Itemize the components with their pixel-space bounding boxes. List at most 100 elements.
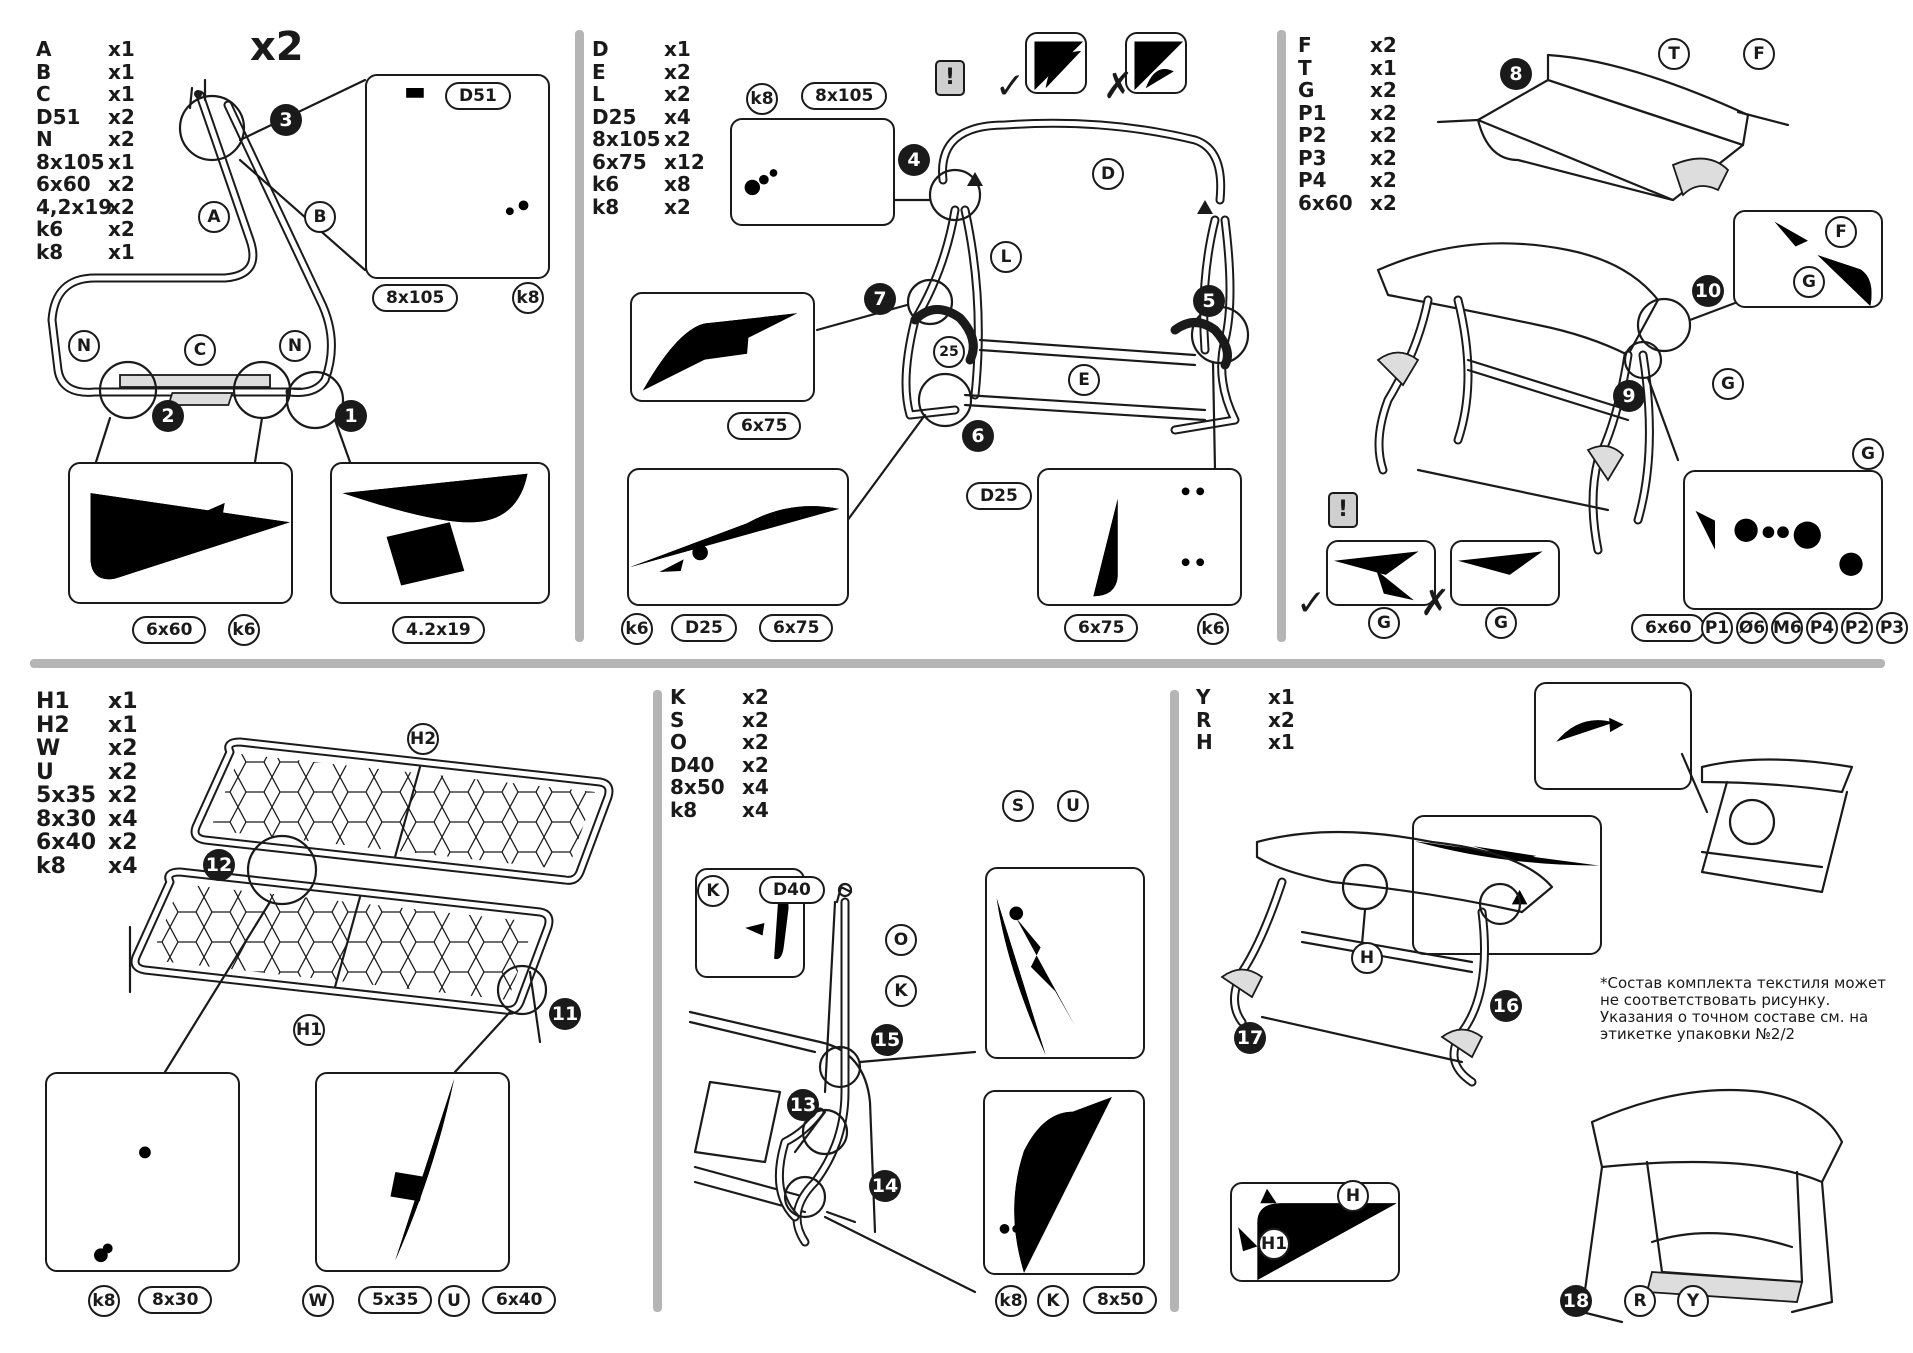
label-h2: H2: [407, 723, 439, 755]
step-9: 9: [1613, 380, 1645, 412]
part-name: G: [1298, 78, 1315, 102]
callout-k8-8x30: [45, 1072, 240, 1272]
label-bolt-5x35: 5x35: [358, 1286, 433, 1314]
part-qty: x2: [108, 759, 138, 785]
label-r: R: [1624, 1285, 1656, 1317]
part-qty: x1: [108, 82, 135, 106]
part-qty: x2: [108, 736, 138, 761]
label-k6: k6: [228, 614, 260, 646]
label-d25-a: D25: [671, 614, 737, 642]
part-qty: x4: [108, 806, 138, 832]
part-qty: x1: [108, 59, 135, 84]
step-17: 17: [1234, 1022, 1266, 1054]
label-25: 25: [933, 336, 965, 368]
step-3: 3: [270, 104, 302, 136]
part-name: F: [1298, 33, 1312, 57]
part-name: k8: [670, 797, 698, 822]
part-qty: x2: [108, 127, 135, 151]
callout-canopy-rotate: [1534, 682, 1692, 790]
label-k-main: K: [885, 975, 917, 1007]
label-h-top: H: [1351, 942, 1383, 974]
step-4: 4: [898, 144, 930, 176]
multiplier: x2: [250, 24, 304, 70]
part-qty: x2: [664, 82, 691, 106]
part-name: 6x40: [36, 830, 97, 855]
part-qty: x2: [664, 127, 691, 151]
part-name: D: [592, 37, 609, 61]
callout-wrong-join: [1125, 32, 1187, 94]
step-10: 10: [1692, 275, 1724, 307]
label-s: S: [1002, 790, 1034, 822]
part-name: P4: [1298, 168, 1327, 192]
part-qty: x4: [742, 775, 769, 799]
callout-d25-bolts: [627, 468, 849, 606]
part-name: S: [670, 707, 685, 732]
callout-spring-w: [315, 1072, 510, 1272]
part-qty: x12: [664, 149, 705, 174]
part-name: 8x105: [36, 149, 105, 174]
callout-h-h1: [1230, 1182, 1400, 1282]
part-name: P3: [1298, 145, 1327, 170]
part-qty: x1: [108, 149, 135, 174]
step-15: 15: [871, 1024, 903, 1056]
step-8: 8: [1500, 58, 1532, 90]
part-name: K: [670, 685, 686, 709]
part-qty: x2: [1370, 78, 1397, 102]
part-name: E: [592, 59, 606, 84]
warning-icon: !: [1328, 492, 1358, 528]
label-o: O: [885, 924, 917, 956]
label-bolt-6x75-b: 6x75: [759, 614, 834, 642]
part-qty: x4: [108, 853, 138, 879]
callout-screw-4-2x19: [330, 462, 550, 604]
part-qty: x2: [108, 217, 135, 241]
divider-bottom-1: [653, 690, 662, 1312]
callout-k-bolts-8x50: [983, 1090, 1145, 1275]
label-n-right: N: [279, 330, 311, 362]
warning-icon: !: [935, 60, 965, 96]
part-name: 8x50: [670, 775, 725, 799]
part-name: H1: [36, 689, 70, 714]
part-qty: x1: [108, 712, 138, 738]
part-qty: x2: [1370, 190, 1397, 215]
part-name: U: [36, 759, 54, 785]
step-14: 14: [869, 1170, 901, 1202]
label-bolt-6x40: 6x40: [482, 1286, 557, 1314]
part-name: W: [36, 736, 61, 761]
part-qty: x2: [108, 783, 138, 808]
part-name: A: [36, 37, 52, 61]
step-7: 7: [864, 283, 896, 315]
label-f-top: F: [1743, 38, 1775, 70]
label-t: T: [1658, 38, 1690, 70]
label-bolt-8x30: 8x30: [138, 1286, 213, 1314]
part-qty: x2: [742, 707, 769, 732]
callout-wrong-g: [1450, 540, 1560, 606]
part-qty: x1: [664, 37, 691, 61]
part-row: 8x50 x4: [670, 776, 769, 799]
label-g-cross: G: [1485, 607, 1517, 639]
part-name: D51: [36, 104, 81, 129]
textile-drawing: [1220, 752, 1854, 1324]
part-qty: x2: [742, 730, 769, 754]
part-name: 8x105: [592, 127, 661, 151]
part-qty: x2: [664, 194, 691, 219]
check-mark-icon: ✓: [1296, 583, 1327, 624]
